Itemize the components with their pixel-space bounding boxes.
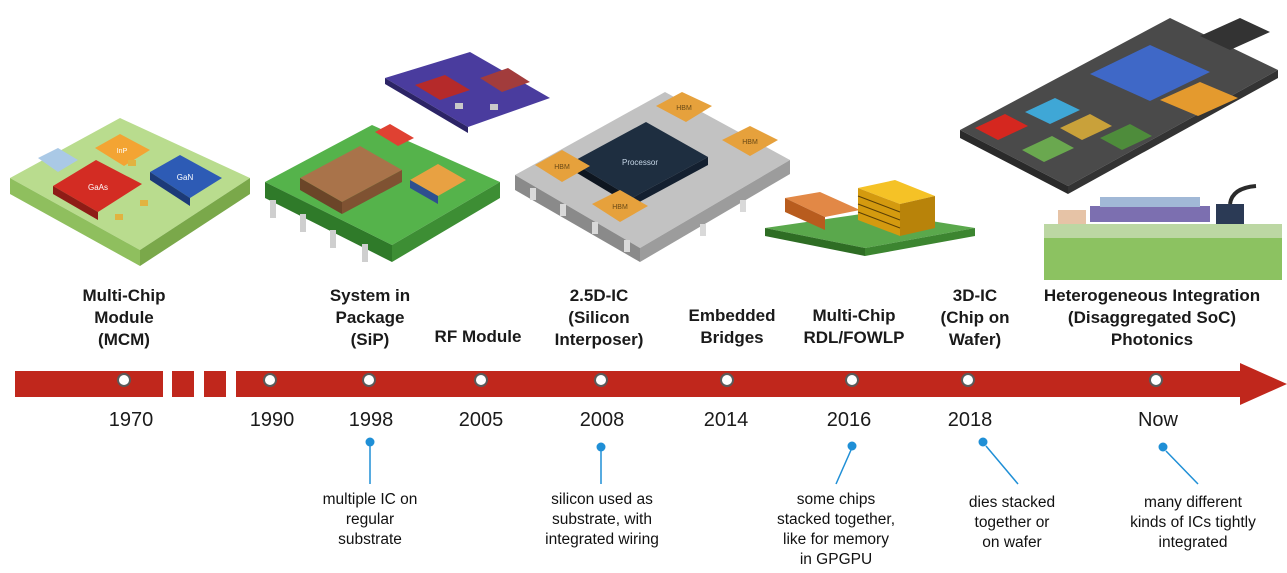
mcm-chip-illustration: GaAs GaN InP: [10, 118, 250, 266]
callout-line-2016: [835, 449, 852, 485]
text-line: silicon used as: [551, 491, 653, 508]
text-line: (MCM): [98, 330, 150, 349]
marker-2014: [720, 373, 734, 387]
note-2016: some chips stacked together, like for memo…: [777, 490, 895, 570]
year-2014: 2014: [703, 409, 749, 431]
text-line: Package: [335, 308, 405, 327]
text-line: Multi-Chip: [82, 286, 166, 305]
text-line: System in: [329, 286, 411, 305]
processor-label: Processor: [622, 158, 658, 167]
year-2005: 2005: [458, 409, 504, 431]
marker-2018: [961, 373, 975, 387]
note-2018: dies stacked together or on wafer: [969, 493, 1055, 553]
text-line: (Disaggregated SoC): [1067, 308, 1237, 327]
text-line: integrated: [1158, 534, 1228, 551]
text-line: Embedded: [688, 306, 776, 325]
marker-1990: [263, 373, 277, 387]
hbm-label-3: HBM: [676, 105, 692, 112]
text-line: Bridges: [700, 328, 764, 347]
interposer-illustration: Processor HBM HBM HBM HBM: [515, 92, 790, 262]
text-line: multiple IC on: [322, 491, 418, 508]
text-line: many different: [1144, 494, 1242, 511]
year-2008: 2008: [579, 409, 625, 431]
text-line: Wafer): [948, 330, 1002, 349]
rf-module-illustration: [385, 52, 550, 133]
hbm-label-2: HBM: [612, 204, 628, 211]
text-line: RDL/FOWLP: [803, 328, 905, 347]
year-1970: 1970: [108, 409, 154, 431]
marker-2008: [594, 373, 608, 387]
heterogeneous-soc-illustration: [960, 18, 1282, 280]
text-line: on wafer: [982, 534, 1042, 551]
callout-dot-2018: [978, 437, 988, 447]
text-line: (Chip on: [940, 308, 1010, 327]
marker-2016: [845, 373, 859, 387]
marker-2005: [474, 373, 488, 387]
milestone-label-rf: RF Module: [435, 326, 522, 348]
callout-dot-1998: [365, 437, 375, 447]
hbm-label-1: HBM: [554, 164, 570, 171]
text-line: 3D-IC: [952, 286, 998, 305]
text-line: substrate, with: [552, 511, 652, 528]
year-1998: 1998: [348, 409, 394, 431]
text-line: RF Module: [434, 327, 522, 346]
mcm-die-label-1: GaAs: [88, 183, 108, 192]
text-line: 2.5D-IC: [569, 286, 629, 305]
callout-dot-now: [1158, 442, 1168, 452]
callout-dot-2016: [847, 441, 857, 451]
text-line: kinds of ICs tightly: [1130, 514, 1256, 531]
note-1998: multiple IC on regular substrate: [323, 490, 418, 550]
year-2018: 2018: [947, 409, 993, 431]
text-line: together or: [974, 514, 1050, 531]
text-line: (Silicon: [568, 308, 630, 327]
year-1990: 1990: [249, 409, 295, 431]
marker-1970: [117, 373, 131, 387]
text-line: Module: [94, 308, 154, 327]
text-line: in GPGPU: [799, 551, 873, 568]
year-now: Now: [1137, 409, 1179, 431]
milestone-label-heterogeneous: Heterogeneous Integration (Disaggregated …: [1044, 285, 1260, 351]
callout-line-now: [1165, 450, 1199, 485]
mcm-die-label-3: InP: [117, 148, 128, 155]
stacked-die-illustration: [765, 180, 975, 256]
text-line: regular: [345, 511, 395, 528]
callout-line-2018: [985, 445, 1019, 485]
year-2016: 2016: [826, 409, 872, 431]
timeline-markers: [117, 373, 1163, 387]
timeline-arrow: [15, 363, 1287, 405]
note-now: many different kinds of ICs tightly integr…: [1130, 493, 1256, 553]
milestone-label-3dic: 3D-IC (Chip on Wafer): [941, 285, 1010, 351]
text-line: Heterogeneous Integration: [1043, 286, 1261, 305]
marker-1998: [362, 373, 376, 387]
sip-illustration: [265, 124, 500, 262]
text-line: dies stacked: [968, 494, 1056, 511]
mcm-die-label-2: GaN: [177, 173, 194, 182]
text-line: Multi-Chip: [812, 306, 896, 325]
text-line: (SiP): [350, 330, 390, 349]
text-line: stacked together,: [776, 511, 896, 528]
text-line: substrate: [338, 531, 402, 548]
callouts: [365, 437, 1199, 485]
text-line: like for memory: [783, 531, 889, 548]
note-2008: silicon used as substrate, with integrated…: [545, 490, 659, 550]
marker-now: [1149, 373, 1163, 387]
text-line: integrated wiring: [545, 531, 659, 548]
text-line: Interposer): [554, 330, 644, 349]
text-line: some chips: [796, 491, 876, 508]
milestone-label-sip: System in Package (SiP): [330, 285, 410, 351]
text-line: Photonics: [1110, 330, 1194, 349]
hbm-label-4: HBM: [742, 139, 758, 146]
callout-dot-2008: [596, 442, 606, 452]
